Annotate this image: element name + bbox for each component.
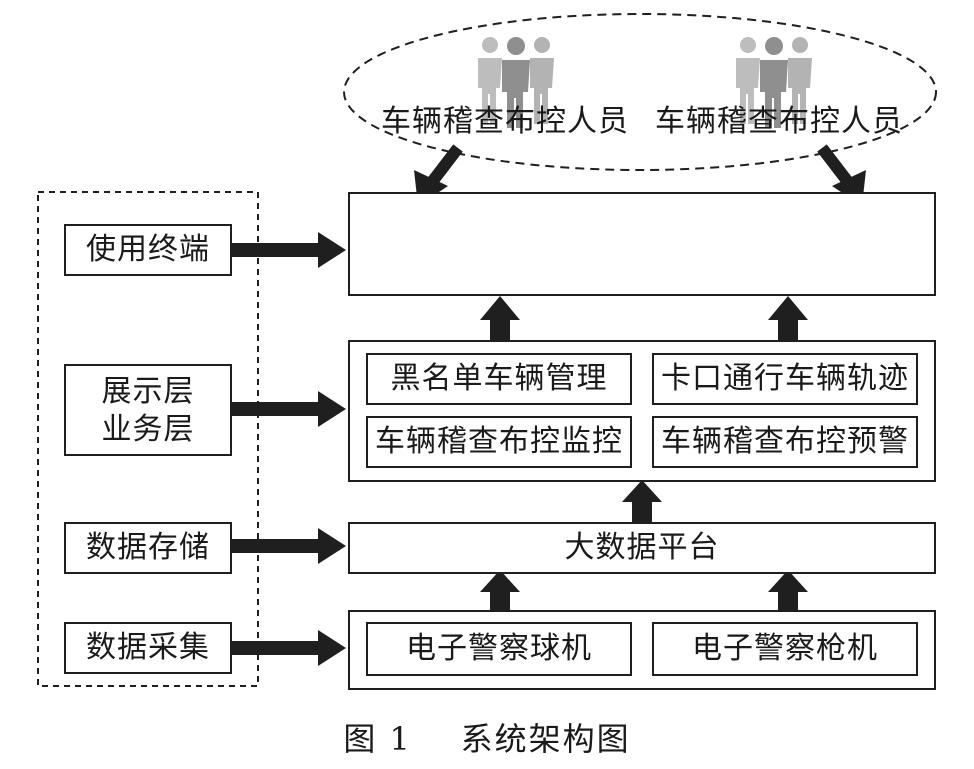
user-group-ellipse	[343, 13, 937, 171]
user-label-left: 车辆稽查布控人员	[381, 103, 629, 139]
terminal-layer-label: 使用终端	[64, 224, 232, 276]
data-storage-label: 数据存储	[64, 522, 232, 574]
arrow-storage-label	[232, 528, 346, 564]
presentation-business-layer-label: 展示层 业务层	[64, 364, 232, 456]
arrow-business-label	[232, 391, 346, 427]
device-dome-camera: 电子警察球机	[366, 622, 632, 676]
module-control-monitoring: 车辆稽查布控监控	[366, 416, 632, 468]
figure-caption: 图 1 系统架构图	[0, 712, 974, 762]
arrow-collection-label	[232, 630, 346, 666]
module-control-alert: 车辆稽查布控预警	[652, 416, 918, 468]
left-dashed-frame	[37, 191, 259, 687]
arrow-business-to-terminal-left	[480, 296, 520, 342]
figure-spacer	[412, 718, 461, 756]
module-checkpoint-trajectory: 卡口通行车辆轨迹	[652, 353, 918, 405]
user-label-right: 车辆稽查布控人员	[655, 103, 903, 139]
big-data-platform-box: 大数据平台	[348, 522, 936, 574]
people-group-icon-left	[478, 37, 554, 128]
device-bullet-camera: 电子警察枪机	[652, 622, 918, 676]
arrow-platform-to-business	[622, 480, 662, 522]
figure-number: 图 1	[343, 720, 412, 758]
arrow-business-to-terminal-right	[768, 296, 808, 342]
data-collection-label: 数据采集	[64, 622, 232, 674]
business-layer-text: 业务层	[101, 411, 195, 447]
figure-title: 系统架构图	[460, 720, 631, 758]
arrow-collection-to-platform-left	[480, 570, 520, 612]
terminal-layer-box	[348, 192, 936, 296]
people-group-icon-right	[736, 37, 812, 128]
arrow-terminal-label	[232, 232, 346, 268]
module-blacklist-management: 黑名单车辆管理	[366, 353, 632, 405]
presentation-layer-text: 展示层	[101, 373, 195, 409]
arrow-collection-to-platform-right	[768, 570, 808, 612]
